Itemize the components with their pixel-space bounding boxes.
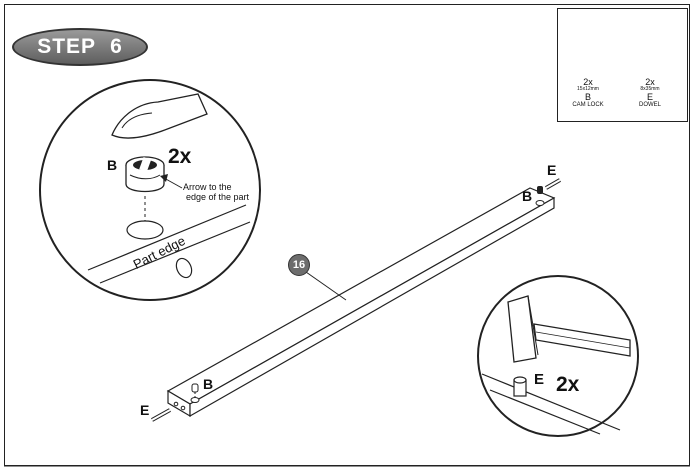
part-cam-lock-qty: 2x (583, 77, 593, 87)
board-cam-label-top: B (522, 188, 533, 204)
board-dowel-label-bottom: E (140, 402, 150, 418)
part-dowel-letter: E (646, 92, 653, 102)
cam-detail-letter: B (107, 157, 118, 173)
part-cam-lock-letter: B (584, 92, 591, 102)
finger-icon (111, 93, 208, 139)
cam-detail-note-line1: Arrow to the (183, 182, 232, 192)
part-dowel-qty: 2x (645, 77, 655, 87)
cam-detail-note-line2: edge of the part (186, 192, 250, 202)
board-part-16 (151, 178, 561, 422)
step-label: STEP (37, 35, 97, 58)
cam-detail-qty: 2x (168, 145, 192, 168)
cam-lock-icon (125, 156, 165, 193)
step-badge: STEP 6 (12, 28, 148, 66)
hammer-detail-qty: 2x (556, 373, 580, 396)
hammer-icon (507, 295, 631, 363)
part-cam-lock-size: 15x12mm (577, 86, 599, 92)
board-number-badge: 16 (288, 254, 310, 276)
part-dowel-size: 8x35mm (640, 86, 660, 92)
part-dowel-name: DOWEL (638, 102, 661, 108)
dowel-bottom-icon (151, 408, 171, 422)
hammer-detail-letter: E (534, 371, 545, 388)
cam-lock-detail-circle (39, 79, 261, 301)
dowel-top-icon (545, 178, 561, 190)
hammer-detail-circle (477, 275, 639, 437)
parts-list-box (557, 8, 688, 122)
part-cam-lock-name: CAM LOCK (572, 102, 604, 108)
step-number: 6 (110, 35, 123, 58)
board-dowel-label-top: E (547, 162, 557, 178)
board-cam-label-bottom: B (203, 376, 214, 392)
